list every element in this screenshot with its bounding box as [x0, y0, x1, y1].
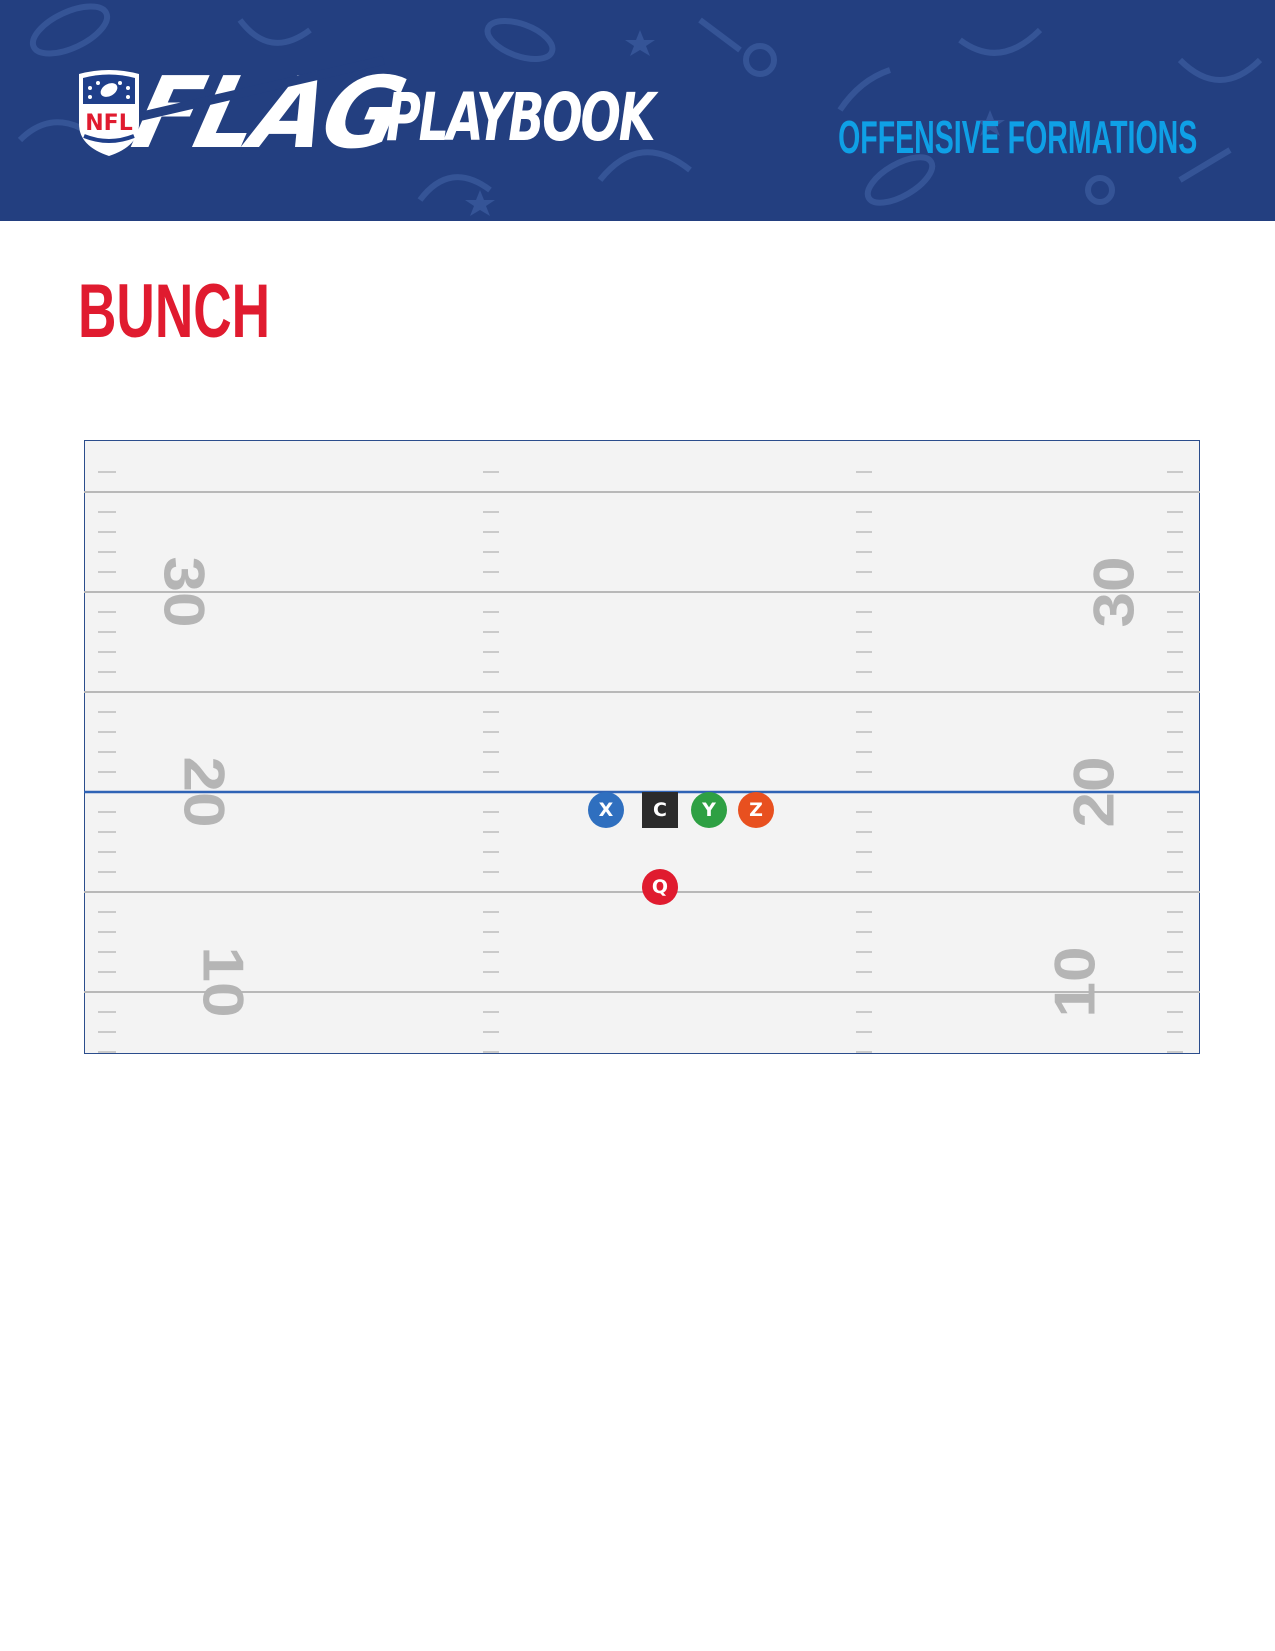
player-y: Y: [691, 792, 727, 828]
player-x: X: [588, 792, 624, 828]
formation-title: BUNCH: [78, 269, 271, 354]
yard-numbers: 30 30 20 20 10 10: [152, 556, 1146, 1017]
brand-playbook-wordmark: PLAYBOOK: [386, 79, 656, 156]
header-banner: NFL FLAG PLAYBOOK OFFENSIVE FORMATIONS: [0, 0, 1275, 221]
yard-number-20-right: 20: [1062, 756, 1126, 827]
yard-number-10-right: 10: [1043, 946, 1107, 1017]
yard-number-10-left: 10: [191, 946, 255, 1017]
header-background-pattern: [17, 3, 1263, 216]
yard-number-30-right: 30: [1082, 556, 1146, 627]
nfl-logo-text: NFL: [85, 111, 132, 136]
hash-marks: [98, 471, 1183, 1053]
nfl-shield-logo: NFL: [79, 70, 139, 156]
player-q: Q: [642, 869, 678, 905]
football-field: 30 30 20 20 10 10: [83, 439, 1201, 1055]
player-z: Z: [738, 792, 774, 828]
section-subtitle: OFFENSIVE FORMATIONS: [837, 111, 1197, 163]
yard-number-30-left: 30: [152, 556, 216, 627]
player-c: C: [642, 792, 678, 828]
yard-number-20-left: 20: [172, 756, 236, 827]
field-diagram: 30 30 20 20 10 10: [83, 439, 1201, 1055]
